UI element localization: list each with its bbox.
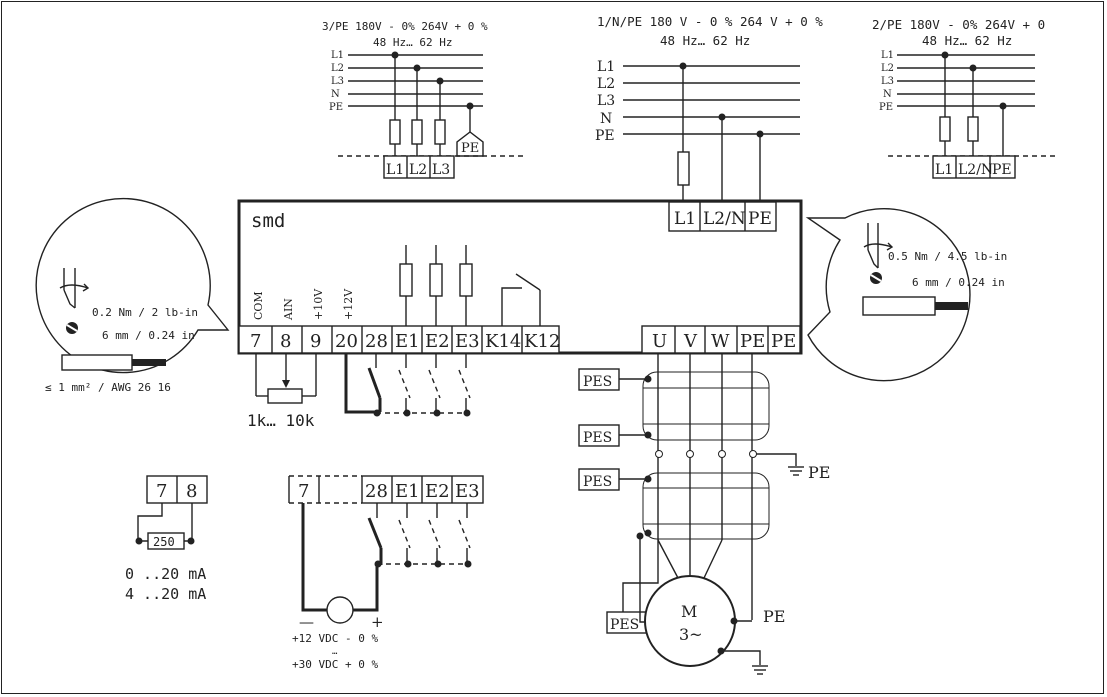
supply-3ph-line-label: L3	[331, 76, 344, 87]
control-terminal: E1	[395, 331, 420, 352]
supply-1ph-line-label: N	[600, 111, 612, 127]
control-label-com: COM	[252, 291, 265, 320]
control-label-10v: +10V	[312, 288, 325, 320]
supply-2ph-line-label: L1	[881, 50, 894, 61]
callout-left-strip: 6 mm / 0.24 in	[102, 329, 195, 342]
ext-terminal: E3	[455, 481, 480, 502]
supply-3ph-terminal: L1	[386, 162, 404, 178]
supply-3ph-spec: 3/PE 180V - 0% 264V + 0 %	[322, 20, 488, 33]
output-terminal: W	[711, 331, 730, 352]
control-terminal: 28	[365, 331, 388, 352]
current-range-1: 0 ..20 mA	[125, 565, 206, 583]
output-terminal: U	[652, 331, 667, 352]
control-label-12v: +12V	[342, 288, 355, 320]
supply-2ph-terminal: L2/N	[958, 162, 993, 178]
supply-2ph: 2/PE 180V - 0% 264V + 0 48 Hz… 62 Hz L1 …	[872, 17, 1058, 179]
supply-3ph-line-label: L2	[331, 63, 344, 74]
motor-letter: M	[681, 602, 697, 621]
supply-3ph-freq: 48 Hz… 62 Hz	[373, 36, 452, 49]
supply-2ph-spec: 2/PE 180V - 0% 264V + 0	[872, 17, 1045, 32]
supply-2ph-line-label: L3	[881, 76, 894, 87]
supply-3ph: 3/PE 180V - 0% 264V + 0 % 48 Hz… 62 Hz L…	[322, 20, 525, 179]
pes-label: PES	[583, 430, 612, 446]
pot-range: 1k… 10k	[247, 411, 315, 430]
motor-pe-label: PE	[808, 463, 830, 482]
supply-2ph-line-label: PE	[879, 102, 893, 113]
callout-right-torque: 0.5 Nm / 4.5 lb-in	[888, 250, 1007, 263]
ext-minus: —	[299, 613, 314, 631]
supply-1ph-line-label: PE	[595, 128, 615, 144]
control-terminal: 20	[335, 331, 358, 352]
control-terminal: K12	[524, 331, 560, 352]
ext-voltage-max: +30 VDC + 0 %	[292, 658, 378, 671]
supply-3ph-terminal: L2	[409, 162, 427, 178]
supply-1ph-line-label: L3	[597, 93, 615, 109]
ext-terminal: E2	[425, 481, 450, 502]
current-terminal: 8	[186, 481, 197, 502]
output-terminal: PE	[740, 331, 765, 352]
ext-voltage-min: +12 VDC - 0 %	[292, 632, 378, 645]
callout-left-wire: ≤ 1 mm² / AWG 26 16	[45, 381, 171, 394]
ext-terminal: 28	[365, 481, 388, 502]
callout-left-torque: 0.2 Nm / 2 lb-in	[92, 306, 198, 319]
supply-2ph-freq: 48 Hz… 62 Hz	[922, 33, 1012, 48]
external-supply: 7 28 E1 E2 E3 — + +12 VDC - 0 % … +30 VD…	[288, 475, 484, 671]
drive-input-terminal: L1	[674, 209, 696, 229]
supply-2ph-line-label: L2	[881, 63, 894, 74]
output-terminal: PE	[771, 331, 796, 352]
callout-right: 0.5 Nm / 4.5 lb-in 6 mm / 0.24 in	[805, 208, 1007, 382]
current-input: 7 8 250 0 ..20 mA 4 ..20 mA	[125, 475, 208, 603]
pes-label: PES	[583, 374, 612, 390]
supply-1ph-spec: 1/N/PE 180 V - 0 % 264 V + 0 %	[597, 14, 823, 29]
ext-plus: +	[371, 613, 384, 631]
current-terminal: 7	[156, 481, 167, 502]
ext-terminal: E1	[395, 481, 420, 502]
drive-input-terminal: L2/N	[703, 209, 746, 229]
drive-input-terminal: PE	[748, 209, 772, 229]
supply-3ph-terminal: L3	[432, 162, 450, 178]
supply-3ph-line-label: N	[331, 89, 340, 100]
supply-2ph-terminal: L1	[935, 162, 953, 178]
ext-terminal: 7	[298, 481, 309, 502]
callout-right-strip: 6 mm / 0.24 in	[912, 276, 1005, 289]
control-terminal: E3	[455, 331, 480, 352]
callout-left: 0.2 Nm / 2 lb-in 6 mm / 0.24 in ≤ 1 mm² …	[35, 197, 230, 394]
supply-2ph-terminal: PE	[992, 162, 1012, 178]
supply-3ph-line-label: L1	[331, 50, 344, 61]
supply-1ph-line-label: L2	[597, 76, 615, 92]
supply-1ph-line-label: L1	[597, 59, 615, 75]
drive-title: smd	[251, 210, 285, 232]
control-terminal: 8	[280, 331, 291, 352]
motor-wiring: PES PES PES PES	[578, 353, 830, 675]
drive-unit: smd L1 L2/N PE COM AIN +10V +12V	[237, 199, 803, 355]
supply-3ph-line-label: PE	[329, 102, 343, 113]
control-terminal: 7	[250, 331, 261, 352]
current-resistor: 250	[153, 535, 175, 549]
ext-voltage-dots: …	[332, 647, 338, 657]
pes-label: PES	[583, 474, 612, 490]
potentiometer: 1k… 10k	[247, 353, 471, 430]
output-terminal: V	[683, 331, 698, 352]
current-range-2: 4 ..20 mA	[125, 585, 206, 603]
supply-2ph-line-label: N	[883, 89, 892, 100]
supply-1ph: 1/N/PE 180 V - 0 % 264 V + 0 % 48 Hz… 62…	[595, 14, 823, 202]
supply-3ph-pe: PE	[461, 141, 479, 156]
control-terminal: K14	[485, 331, 521, 352]
control-terminal: 9	[310, 331, 321, 352]
control-label-ain: AIN	[282, 298, 295, 321]
supply-1ph-freq: 48 Hz… 62 Hz	[660, 33, 750, 48]
motor-pe-label-2: PE	[763, 607, 785, 626]
control-terminal: E2	[425, 331, 450, 352]
pes-label: PES	[610, 617, 639, 633]
motor-phase: 3~	[679, 625, 703, 644]
